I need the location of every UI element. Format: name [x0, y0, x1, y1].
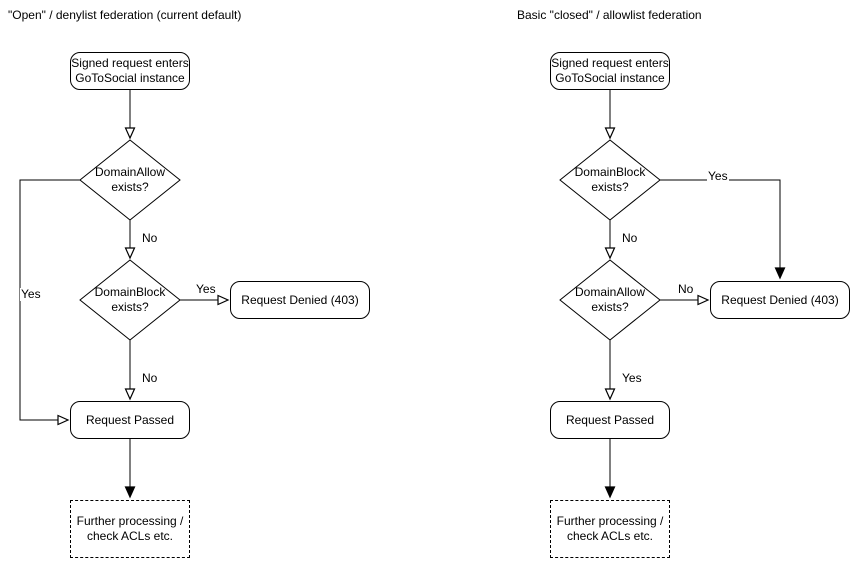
node-request-passed-left: Request Passed	[70, 401, 190, 439]
decision-label-domainblock-left: DomainBlock exists?	[94, 285, 166, 314]
node-request-passed-right: Request Passed	[550, 401, 670, 439]
diagram-title-right: Basic "closed" / allowlist federation	[517, 8, 702, 22]
decision-label-domainblock-right: DomainBlock exists?	[574, 165, 646, 194]
node-request-denied-right: Request Denied (403)	[710, 281, 850, 319]
decision-label-domainallow-right: DomainAllow exists?	[574, 285, 646, 314]
decision-label-domainallow-left: DomainAllow exists?	[94, 165, 166, 194]
edge-label-yes-decision2-right: Yes	[621, 371, 643, 385]
edge-label-yes-decision2-left: Yes	[195, 282, 217, 296]
node-further-processing-right: Further processing / check ACLs etc.	[550, 500, 670, 558]
diagram-title-left: "Open" / denylist federation (current de…	[8, 8, 242, 22]
edge-label-no-decision2-left: No	[141, 371, 159, 385]
connector-decision1-yes-denied-right	[660, 179, 786, 280]
edge-label-no-decision1-right: No	[621, 231, 639, 245]
node-further-processing-left: Further processing / check ACLs etc.	[70, 500, 190, 558]
edge-label-yes-decision1-right: Yes	[707, 169, 729, 183]
edge-label-no-decision2-right: No	[677, 282, 695, 296]
edge-label-no-decision1-left: No	[141, 231, 159, 245]
node-start-left: Signed request enters GoToSocial instanc…	[70, 52, 190, 90]
node-request-denied-left: Request Denied (403)	[230, 281, 370, 319]
node-start-right: Signed request enters GoToSocial instanc…	[550, 52, 670, 90]
edge-label-yes-loop-left: Yes	[20, 287, 42, 301]
